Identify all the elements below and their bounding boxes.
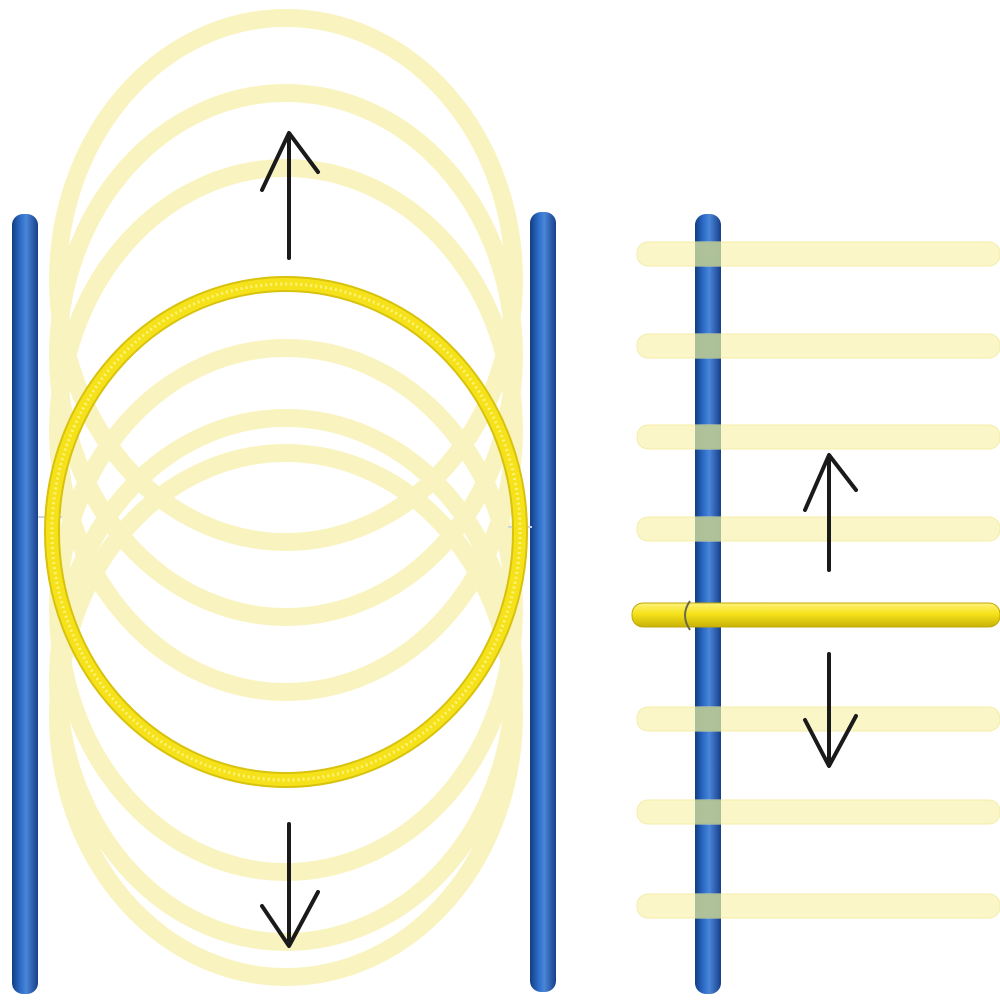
ghost-bars	[636, 241, 1000, 919]
ghost-bar-6	[636, 799, 1000, 825]
ghost-bar-4	[636, 516, 1000, 542]
ghost-bar-7	[636, 893, 1000, 919]
hoop-right-pole	[530, 212, 556, 992]
bar-overlap-tints	[695, 242, 721, 918]
arrow-down-icon	[803, 652, 858, 768]
ghost-hoop-bottom-3	[49, 444, 523, 986]
ghost-bar-3	[636, 424, 1000, 450]
ghost-hoop-top-2	[49, 84, 523, 626]
ghost-bar-2	[636, 333, 1000, 359]
bar-hurdle	[631, 214, 1000, 994]
ghost-hoop-top-1	[49, 9, 523, 551]
hoop-hurdle	[12, 9, 556, 994]
bar-holder-clip	[684, 600, 691, 631]
ghost-hoops	[49, 9, 523, 986]
arrow-up-icon	[260, 131, 320, 260]
yellow-bar	[631, 602, 1000, 628]
ghost-hoop-top-3	[49, 159, 523, 701]
ghost-bar-5	[636, 706, 1000, 732]
ghost-bar-1	[636, 241, 1000, 267]
yellow-hoop	[44, 276, 528, 788]
arrow-up-icon	[803, 453, 858, 572]
hoop-left-pole	[12, 214, 38, 994]
arrow-down-icon	[260, 822, 320, 948]
